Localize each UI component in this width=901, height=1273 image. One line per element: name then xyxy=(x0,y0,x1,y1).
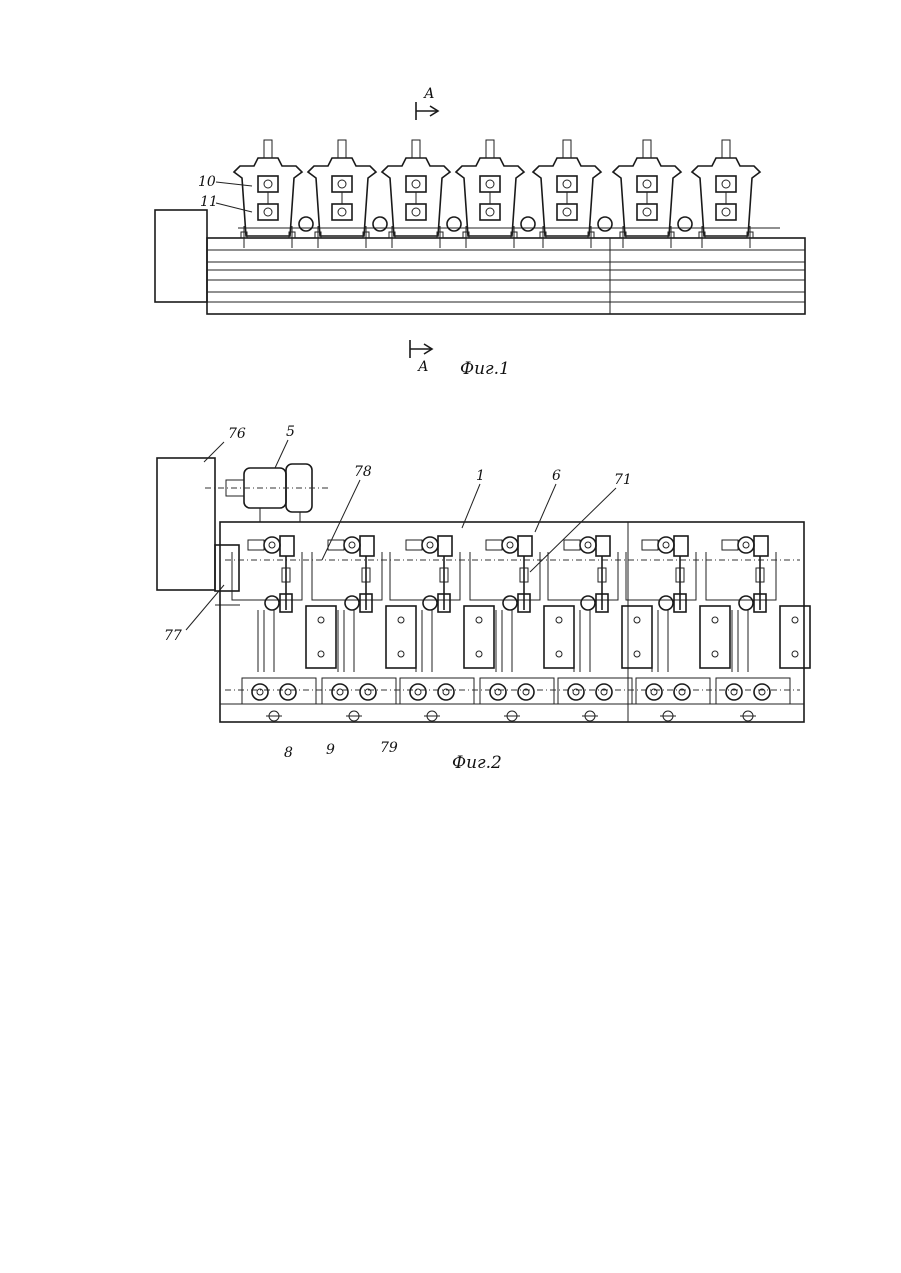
callout-76: 76 xyxy=(228,426,246,442)
fig1-stand xyxy=(533,140,612,248)
callout-9: 9 xyxy=(326,742,335,758)
fig1-base-frame xyxy=(207,228,805,314)
callout-71: 71 xyxy=(614,472,632,488)
figure-1: А А 10 11 Фиг.1 xyxy=(155,86,805,379)
callout-79: 79 xyxy=(380,740,398,756)
fig1-stand xyxy=(456,140,535,248)
fig2-stand xyxy=(626,536,730,721)
motor-5 xyxy=(205,464,330,522)
section-label-top: А xyxy=(423,86,435,102)
fig1-nut xyxy=(299,217,313,231)
figure-2: 76 5 78 1 6 71 77 8 9 79 Фиг.2 xyxy=(157,424,810,773)
section-mark-top: А xyxy=(416,86,438,120)
callout-6: 6 xyxy=(552,468,561,484)
callout-5: 5 xyxy=(286,424,295,440)
fig1-nut xyxy=(447,217,461,231)
fig1-drive-box xyxy=(155,210,207,302)
fig1-nut xyxy=(678,217,692,231)
fig1-stand xyxy=(308,140,387,248)
callout-10: 10 xyxy=(198,174,216,190)
fig2-stand xyxy=(706,536,810,721)
fig1-stand xyxy=(382,140,461,248)
callout-8: 8 xyxy=(284,745,293,761)
fig2-caption: Фиг.2 xyxy=(452,753,502,773)
fig2-stands xyxy=(232,536,810,721)
callout-77: 77 xyxy=(164,628,182,644)
callout-1: 1 xyxy=(476,468,485,484)
fig1-caption: Фиг.1 xyxy=(460,359,510,379)
section-mark-bottom: А xyxy=(410,340,432,375)
fig2-stand xyxy=(232,536,336,721)
fig1-stand xyxy=(234,140,313,248)
fig1-nut xyxy=(598,217,612,231)
fig1-nut xyxy=(373,217,387,231)
section-label-bottom: А xyxy=(417,359,429,375)
reducer-box-76 xyxy=(157,458,215,590)
fig2-stand xyxy=(390,536,494,721)
fig1-nut xyxy=(521,217,535,231)
callout-78: 78 xyxy=(354,464,372,480)
fig1-stand xyxy=(613,140,692,248)
gearbox-77 xyxy=(215,545,239,591)
callout-11: 11 xyxy=(200,194,218,210)
fig1-stands xyxy=(234,140,760,248)
fig1-stand xyxy=(692,140,760,248)
